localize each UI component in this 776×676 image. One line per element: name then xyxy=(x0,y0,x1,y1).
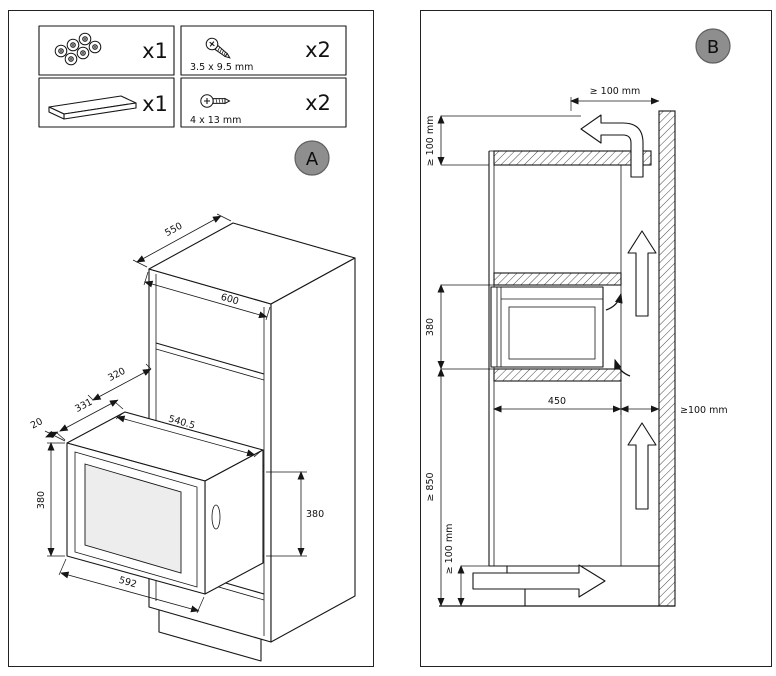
dim-cabinet-width: 600 xyxy=(143,271,271,321)
plinth-intake-arrow xyxy=(472,564,606,598)
dim-rear-gap: ≥100 mm xyxy=(620,405,728,416)
panel-b-drawing: B xyxy=(425,28,731,607)
washer-set-qty: x1 xyxy=(142,39,168,63)
trim-bracket-qty: x1 xyxy=(142,92,168,116)
oven-section xyxy=(490,286,604,368)
niche-top-shelf xyxy=(493,272,622,286)
badge-letter: B xyxy=(707,37,719,58)
dim-top-outlet-width: ≥ 100 mm xyxy=(570,86,660,111)
top-exit-arrow xyxy=(580,114,644,178)
dim-cabinet-width-label: 600 xyxy=(219,292,239,308)
dim-min-height-label: ≥ 850 xyxy=(425,472,436,501)
dim-niche-height-b: 380 xyxy=(425,284,494,370)
screw-large-qty: x2 xyxy=(305,91,331,115)
oven-bottom-flow-arrow xyxy=(614,358,631,377)
screw-large-icon xyxy=(200,94,231,108)
dim-top-outlet-width-label: ≥ 100 mm xyxy=(590,86,641,97)
screw-small-icon xyxy=(205,37,231,59)
dim-niche-height-b-label: 380 xyxy=(425,318,436,336)
panel-b: B xyxy=(420,10,772,667)
dim-oven-height: 380 xyxy=(36,442,65,557)
dim-oven-depth-label: 331 xyxy=(73,397,94,415)
oven-body xyxy=(490,286,604,368)
section-structure xyxy=(439,110,676,607)
badge-circle xyxy=(294,140,330,176)
rear-wall xyxy=(658,110,676,607)
dim-niche-height-label: 380 xyxy=(306,509,324,520)
trim-bracket-icon xyxy=(48,95,137,120)
step-badge-a: A xyxy=(294,140,330,176)
oven-top-flow-arrow xyxy=(605,292,623,311)
lower-channel-arrow xyxy=(627,422,657,510)
cabinet-plinth xyxy=(158,610,262,662)
panel-a-drawing: x1 x1 3.5 x 9.5 mm x2 xyxy=(29,25,356,662)
screw-small-spec: 3.5 x 9.5 mm xyxy=(190,62,253,73)
dim-min-height: ≥ 850 xyxy=(425,368,445,607)
oven-cavity xyxy=(508,306,596,360)
upper-channel-arrow xyxy=(627,230,657,317)
dim-niche-depth-label: 450 xyxy=(548,396,566,407)
dim-plinth-intake: ≥ 100 mm xyxy=(444,524,489,607)
dim-front-lip-label: 20 xyxy=(29,416,45,431)
screw-large-spec: 4 x 13 mm xyxy=(190,115,241,126)
badge-circle xyxy=(695,28,731,64)
airflow-arrows xyxy=(472,114,657,598)
screw-small-qty: x2 xyxy=(305,38,331,62)
dim-cabinet-depth-label: 550 xyxy=(163,221,184,239)
dim-niche-height: 380 xyxy=(266,471,324,557)
panel-a: x1 x1 3.5 x 9.5 mm x2 xyxy=(8,10,374,667)
parts-list: x1 x1 3.5 x 9.5 mm x2 xyxy=(38,25,347,128)
oven-handle-slot xyxy=(211,504,221,530)
dim-plinth-intake-label: ≥ 100 mm xyxy=(444,524,455,575)
cabinet-top-panel xyxy=(493,150,652,166)
step-badge-b: B xyxy=(695,28,731,64)
dim-top-clearance: ≥ 100 mm xyxy=(425,115,581,167)
dim-oven-width-label: 592 xyxy=(117,575,137,591)
washer-set-icon xyxy=(54,32,102,66)
dim-oven-body-depth: 320 xyxy=(87,363,152,401)
dim-rear-gap-label: ≥100 mm xyxy=(680,405,728,416)
badge-letter: A xyxy=(306,149,319,170)
part-box-screw-small xyxy=(180,25,347,76)
dim-top-clearance-label: ≥ 100 mm xyxy=(425,116,436,167)
dim-oven-height-label: 380 xyxy=(36,491,47,509)
dim-niche-depth: 450 xyxy=(493,383,622,415)
cabinet-side-face xyxy=(270,257,356,643)
dim-front-lip: 20 xyxy=(29,416,66,442)
niche-bottom-shelf xyxy=(493,368,622,382)
dim-oven-width: 592 xyxy=(58,558,205,614)
dim-oven-body-depth-label: 320 xyxy=(106,366,127,384)
